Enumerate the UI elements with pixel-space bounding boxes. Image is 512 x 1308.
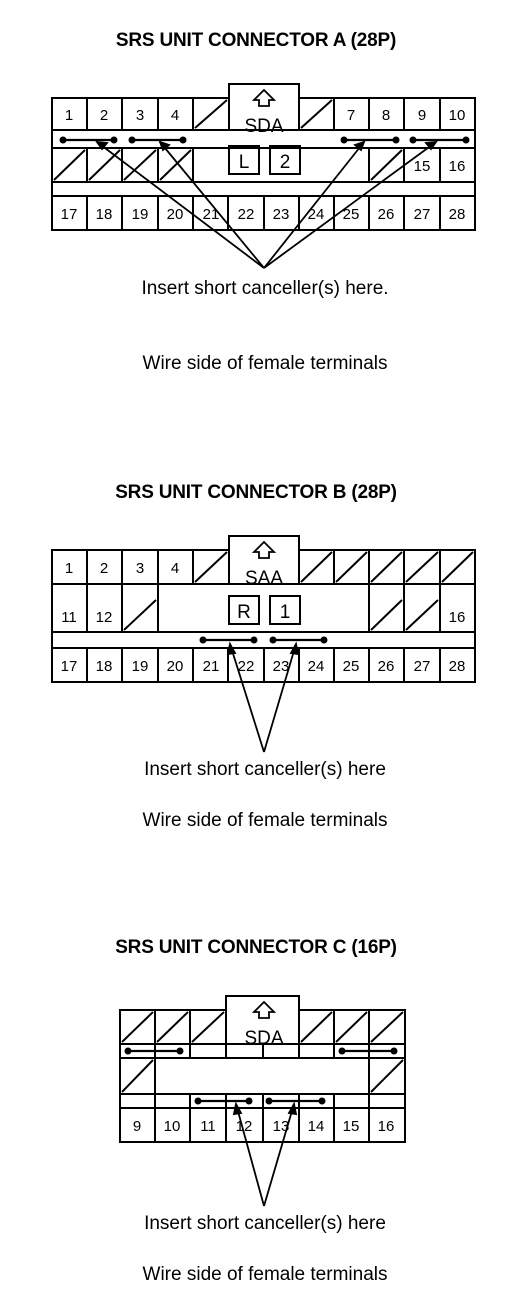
connector-b-wire-text: Wire side of female terminals: [142, 810, 388, 831]
pin-a-16: 16: [449, 158, 466, 175]
pin-a-27: 27: [414, 206, 431, 223]
pin-c-13: 13: [273, 1118, 290, 1135]
pin-a-22: 22: [238, 206, 255, 223]
connector-c-housing: [119, 995, 406, 1143]
pin-b-17: 17: [61, 658, 78, 675]
pin-a-1: 1: [65, 107, 73, 124]
connector-b-arrows: [226, 641, 300, 753]
pin-a-17: 17: [61, 206, 78, 223]
connector-c-insert-text: Insert short canceller(s) here: [144, 1213, 386, 1234]
connector-c-wire-text: Wire side of female terminals: [142, 1264, 388, 1285]
pin-a-15: 15: [414, 158, 431, 175]
connector-a-badge-2: 2: [280, 152, 291, 173]
pin-a-3: 3: [136, 107, 144, 124]
connector-b-badge-1: 1: [280, 602, 291, 623]
pin-b-21: 21: [203, 658, 220, 675]
pin-a-24: 24: [308, 206, 325, 223]
pin-a-21: 21: [203, 206, 220, 223]
pin-a-26: 26: [378, 206, 395, 223]
pin-a-25: 25: [343, 206, 360, 223]
pin-b-25: 25: [343, 658, 360, 675]
connector-b-housing: [51, 535, 476, 683]
pin-a-28: 28: [449, 206, 466, 223]
connector-b-key-label: SAA: [245, 568, 283, 589]
pin-a-23: 23: [273, 206, 290, 223]
connector-a-housing: [51, 83, 476, 231]
pin-b-26: 26: [378, 658, 395, 675]
connector-b-badge-r: R: [237, 602, 251, 623]
pin-b-12: 12: [96, 609, 113, 626]
connector-a-labels: 1 2 3 4 7 8 9 10 15 16 SDA L 2 17 18 19 …: [61, 107, 466, 223]
pin-b-1: 1: [65, 560, 73, 577]
pin-a-18: 18: [96, 206, 113, 223]
pin-a-4: 4: [171, 107, 179, 124]
pin-b-23: 23: [273, 658, 290, 675]
connector-c-title: SRS UNIT CONNECTOR C (16P): [115, 937, 397, 958]
pin-b-11: 11: [61, 609, 77, 626]
connector-a-badge-l: L: [239, 152, 250, 173]
pin-a-7: 7: [347, 107, 355, 124]
pin-a-8: 8: [382, 107, 390, 124]
pin-a-9: 9: [418, 107, 426, 124]
connector-a-arrows: [95, 140, 438, 269]
pin-b-16: 16: [449, 609, 466, 626]
pin-b-27: 27: [414, 658, 431, 675]
connector-c-labels: SDA 9 10 11 12 13 14 15 16: [133, 1028, 395, 1135]
connector-a-wire-text: Wire side of female terminals: [142, 353, 388, 374]
connector-b-title: SRS UNIT CONNECTOR B (28P): [115, 482, 397, 503]
pin-c-16: 16: [378, 1118, 395, 1135]
pin-b-3: 3: [136, 560, 144, 577]
pin-b-22: 22: [238, 658, 255, 675]
pin-c-10: 10: [164, 1118, 181, 1135]
pin-a-19: 19: [132, 206, 149, 223]
pin-b-20: 20: [167, 658, 184, 675]
pin-c-9: 9: [133, 1118, 141, 1135]
connector-b-labels: 1 2 3 4 11 12 16 SAA R 1 17 18 19 20 21 …: [61, 560, 466, 675]
pin-b-28: 28: [449, 658, 466, 675]
pin-b-4: 4: [171, 560, 179, 577]
pin-b-24: 24: [308, 658, 325, 675]
pin-c-15: 15: [343, 1118, 360, 1135]
pin-a-10: 10: [449, 107, 466, 124]
pin-a-20: 20: [167, 206, 184, 223]
pin-c-11: 11: [200, 1118, 216, 1135]
connector-c-key-label: SDA: [244, 1028, 283, 1049]
pin-a-2: 2: [100, 107, 108, 124]
connector-c-arrows: [232, 1101, 298, 1207]
connector-b-insert-text: Insert short canceller(s) here: [144, 759, 386, 780]
pin-b-19: 19: [132, 658, 149, 675]
pin-c-14: 14: [308, 1118, 325, 1135]
pin-b-18: 18: [96, 658, 113, 675]
connector-a-insert-text: Insert short canceller(s) here.: [141, 278, 389, 299]
pin-b-2: 2: [100, 560, 108, 577]
connector-a-key-label: SDA: [244, 116, 283, 137]
pin-c-12: 12: [236, 1118, 253, 1135]
connector-a-title: SRS UNIT CONNECTOR A (28P): [115, 30, 397, 51]
